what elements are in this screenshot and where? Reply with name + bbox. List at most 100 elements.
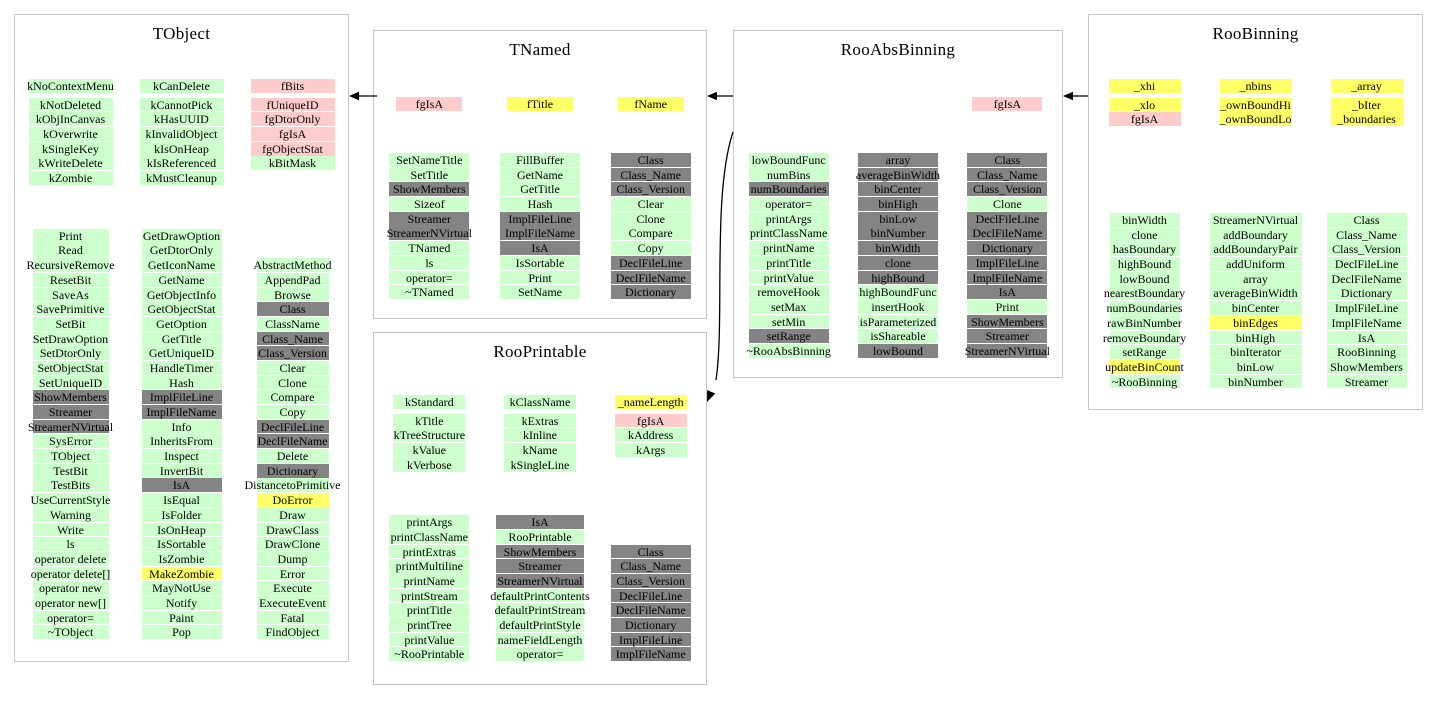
member-cell[interactable]: clone [1089, 227, 1200, 243]
member-cell[interactable]: kTitle [374, 413, 485, 429]
member-cell[interactable]: Streamer [15, 405, 126, 420]
member-cell[interactable]: highBoundFunc [843, 285, 952, 300]
member-cell[interactable]: StreamerNVirtual [485, 573, 596, 589]
member-cell[interactable]: addUniform [1200, 257, 1311, 272]
member-cell[interactable]: operator= [374, 270, 485, 286]
member-cell[interactable]: GetObjectInfo [126, 287, 237, 303]
member-cell[interactable]: SetDrawOption [15, 331, 126, 347]
member-cell[interactable]: SavePrimitive [15, 302, 126, 317]
member-cell[interactable]: _boundaries [1311, 112, 1422, 127]
member-cell[interactable]: operator delete[] [15, 566, 126, 582]
member-cell[interactable]: printTitle [734, 255, 843, 271]
member-cell[interactable]: Class_Version [595, 573, 706, 589]
member-cell[interactable]: TObject [15, 449, 126, 464]
member-cell[interactable]: ls [374, 255, 485, 271]
member-cell[interactable]: _array [1311, 79, 1422, 94]
member-cell[interactable]: DeclFileLine [953, 211, 1062, 227]
member-cell[interactable]: IsA [953, 285, 1062, 300]
member-cell[interactable]: ls [15, 537, 126, 552]
member-cell[interactable]: Class_Version [953, 182, 1062, 197]
member-cell[interactable]: Class_Name [1311, 227, 1422, 243]
member-cell[interactable]: Streamer [374, 211, 485, 227]
member-cell[interactable]: Error [237, 566, 348, 582]
member-cell[interactable]: nameFieldLength [485, 632, 596, 648]
member-cell[interactable]: ImplFileLine [126, 390, 237, 405]
member-cell[interactable]: binNumber [1200, 374, 1311, 390]
member-cell[interactable]: printName [374, 573, 485, 589]
member-cell[interactable]: Dictionary [595, 285, 706, 300]
member-cell[interactable]: _ownBoundLo [1200, 112, 1311, 127]
member-cell[interactable]: fgDtorOnly [237, 112, 348, 127]
member-cell[interactable]: insertHook [843, 299, 952, 315]
member-cell[interactable]: DoError [237, 493, 348, 508]
member-cell[interactable]: FindObject [237, 625, 348, 640]
member-cell[interactable]: _ownBoundHi [1200, 97, 1311, 113]
member-cell[interactable]: DeclFileName [595, 603, 706, 618]
member-cell[interactable]: kWriteDelete [15, 156, 126, 171]
member-cell[interactable]: GetTitle [485, 182, 596, 197]
member-cell[interactable]: printValue [374, 632, 485, 648]
member-cell[interactable]: InvertBit [126, 463, 237, 479]
member-cell[interactable]: Class_Name [953, 167, 1062, 183]
member-cell[interactable]: ~RooBinning [1089, 374, 1200, 390]
member-cell[interactable]: RecursiveRemove [15, 258, 126, 273]
member-cell[interactable]: ShowMembers [953, 314, 1062, 330]
member-cell[interactable]: binCenter [843, 182, 952, 197]
member-cell[interactable]: kSingleKey [15, 141, 126, 157]
member-cell[interactable]: Dictionary [953, 241, 1062, 256]
member-cell[interactable]: Copy [237, 405, 348, 420]
member-cell[interactable]: Inspect [126, 449, 237, 464]
member-cell[interactable]: rawBinNumber [1089, 315, 1200, 331]
member-cell[interactable]: kObjInCanvas [15, 112, 126, 127]
member-cell[interactable]: kExtras [485, 413, 596, 429]
member-cell[interactable]: removeBoundary [1089, 330, 1200, 346]
member-cell[interactable]: TestBit [15, 463, 126, 479]
member-cell[interactable]: Notify [126, 595, 237, 611]
class-title-tobject[interactable]: TObject [152, 24, 211, 43]
member-cell[interactable]: kCannotPick [126, 97, 237, 113]
member-cell[interactable]: GetName [485, 167, 596, 183]
member-cell[interactable]: GetIconName [126, 258, 237, 273]
member-cell[interactable]: SetUniqueID [15, 375, 126, 391]
member-cell[interactable]: fBits [237, 79, 348, 94]
member-cell[interactable]: ~TNamed [374, 285, 485, 300]
member-cell[interactable]: printClassName [734, 226, 843, 241]
member-cell[interactable]: ClassName [237, 316, 348, 332]
member-cell[interactable]: GetDrawOption [126, 228, 237, 244]
member-cell[interactable]: Print [485, 270, 596, 286]
member-cell[interactable]: array [1200, 271, 1311, 287]
member-cell[interactable]: IsZombie [126, 551, 237, 567]
member-cell[interactable]: binLow [1200, 359, 1311, 375]
member-cell[interactable]: Execute [237, 581, 348, 596]
member-cell[interactable]: Warning [15, 507, 126, 523]
member-cell[interactable]: setRange [734, 329, 843, 344]
member-cell[interactable]: GetObjectStat [126, 302, 237, 317]
member-cell[interactable]: Sizeof [374, 197, 485, 212]
member-cell[interactable]: printClassName [374, 529, 485, 545]
member-cell[interactable]: ImplFileName [126, 405, 237, 420]
member-cell[interactable]: printTitle [374, 603, 485, 618]
member-cell[interactable]: IsA [126, 478, 237, 493]
member-cell[interactable]: averageBinWidth [843, 167, 952, 183]
member-cell[interactable]: binWidth [843, 241, 952, 256]
member-cell[interactable]: DeclFileLine [237, 419, 348, 435]
member-cell[interactable]: StreamerNVirtual [953, 343, 1062, 359]
member-cell[interactable]: printArgs [374, 515, 485, 530]
member-cell[interactable]: ~RooAbsBinning [734, 343, 843, 359]
member-cell[interactable]: ImplFileLine [485, 211, 596, 227]
member-cell[interactable]: IsFolder [126, 507, 237, 523]
member-cell[interactable]: fgObjectStat [237, 141, 348, 157]
member-cell[interactable]: AbstractMethod [237, 258, 348, 273]
member-cell[interactable]: fgIsA [237, 127, 348, 142]
class-title-rooprintable[interactable]: RooPrintable [493, 342, 587, 361]
member-cell[interactable]: isParameterized [843, 314, 952, 330]
member-cell[interactable]: SetTitle [374, 167, 485, 183]
member-cell[interactable]: setRange [1089, 345, 1200, 360]
member-cell[interactable]: lowBound [843, 343, 952, 359]
member-cell[interactable]: lowBoundFunc [734, 153, 843, 168]
member-cell[interactable]: ShowMembers [374, 182, 485, 197]
member-cell[interactable]: GetUniqueID [126, 346, 237, 361]
member-cell[interactable]: StreamerNVirtual [1200, 213, 1311, 228]
member-cell[interactable]: printStream [374, 588, 485, 604]
member-cell[interactable]: DeclFileLine [595, 588, 706, 604]
